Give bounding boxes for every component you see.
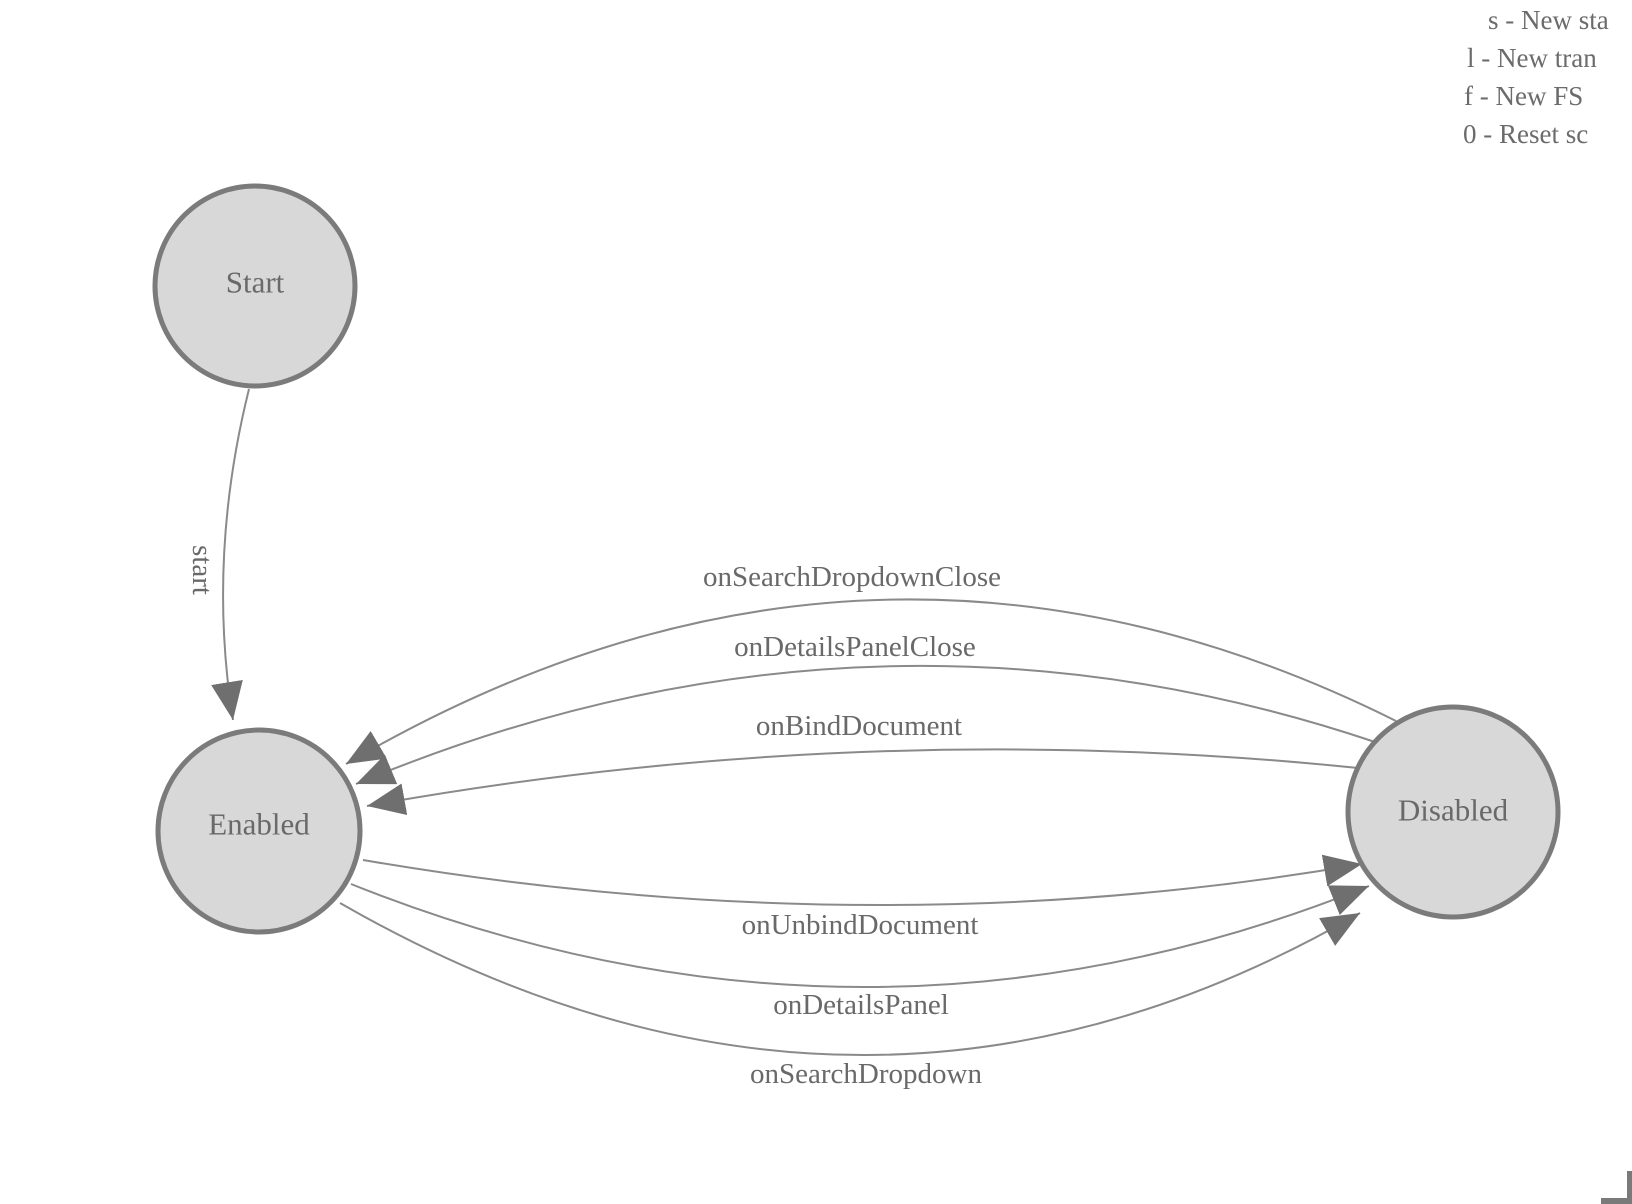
transition-edge-onSearchDropdown[interactable] [339, 902, 1361, 1056]
legend-line-reset: 0 - Reset sc [1463, 119, 1589, 149]
transition-label-start: start [186, 545, 218, 595]
transition-label-onSearchDropdownClose: onSearchDropdownClose [703, 561, 1001, 593]
transition-label-onUnbindDocument: onUnbindDocument [742, 909, 979, 941]
transition-label-onSearchDropdown: onSearchDropdown [750, 1058, 982, 1090]
state-circle-start[interactable] [152, 183, 358, 389]
legend-line-new-transition: l - New tran [1467, 43, 1597, 73]
transition-label-onDetailsPanelClose: onDetailsPanelClose [734, 631, 976, 663]
transition-label-onBindDocument: onBindDocument [756, 710, 962, 742]
transition-label-onDetailsPanel: onDetailsPanel [773, 989, 949, 1021]
state-circle-disabled[interactable] [1345, 704, 1561, 920]
state-node-enabled[interactable]: Enabled [155, 727, 363, 935]
legend-line-new-fsm: f - New FS [1464, 81, 1584, 111]
viewport-corner-mark [1601, 1171, 1632, 1204]
state-circle-enabled[interactable] [155, 727, 363, 935]
transition-edge-start[interactable] [211, 388, 250, 721]
state-node-start[interactable]: Start [152, 183, 358, 389]
transition-edge-onUnbindDocument[interactable] [362, 854, 1363, 906]
transition-edge-onSearchDropdownClose[interactable] [345, 598, 1397, 765]
state-node-disabled[interactable]: Disabled [1345, 704, 1561, 920]
legend-line-new-state: s - New sta [1488, 5, 1609, 35]
transition-edge-onDetailsPanel[interactable] [350, 883, 1370, 988]
transition-edge-onDetailsPanelClose[interactable] [355, 664, 1376, 785]
transition-edge-onBindDocument[interactable] [366, 748, 1359, 816]
